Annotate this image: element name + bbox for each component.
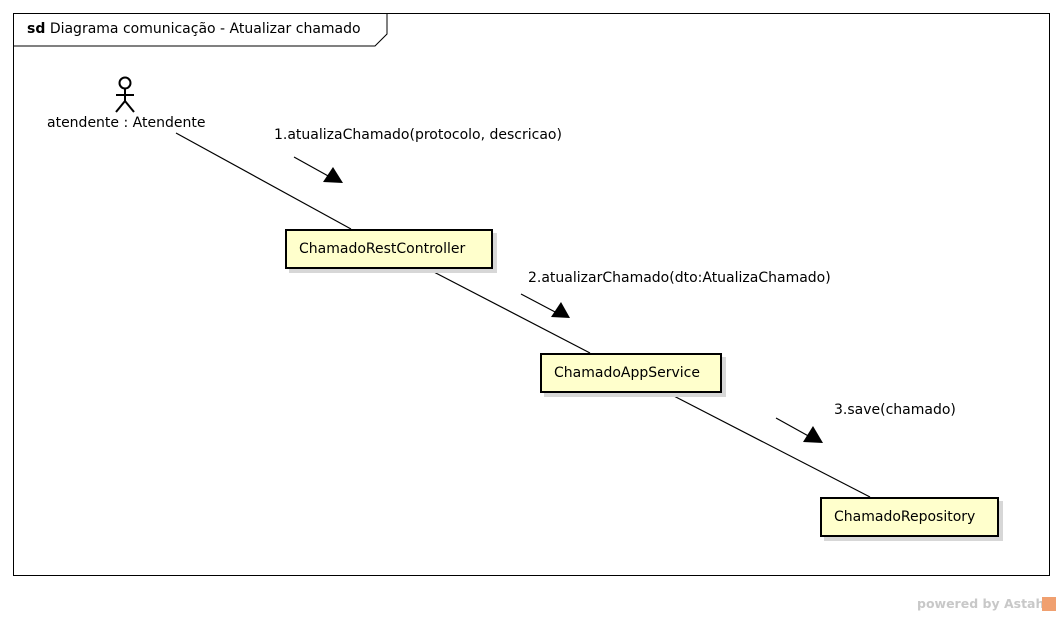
lifeline-label: ChamadoRepository xyxy=(834,509,976,525)
message-1-label: 1.atualizaChamado(protocolo, descricao) xyxy=(274,127,562,143)
message-3-arrow-head xyxy=(803,426,823,443)
lifeline-label: ChamadoRestController xyxy=(299,241,466,257)
diagram-frame: sd Diagrama comunicação - Atualizar cham… xyxy=(13,13,1050,576)
astah-logo-icon xyxy=(1042,596,1057,611)
message-1-arrow-shaft xyxy=(293,156,331,178)
message-2-label: 2.atualizarChamado(dto:AtualizaChamado) xyxy=(528,270,831,286)
frame-title-text: Diagrama comunicação - Atualizar chamado xyxy=(49,21,361,37)
astah-watermark: powered by Astah xyxy=(917,596,1057,611)
actor-label: atendente : Atendente xyxy=(47,115,206,131)
message-3-arrow-shaft xyxy=(775,417,813,439)
message-1-arrow-head xyxy=(323,167,343,183)
link-controller-appservice xyxy=(429,269,591,354)
watermark-text: powered by Astah xyxy=(917,596,1045,611)
message-2-arrow-shaft xyxy=(520,293,558,314)
frame-keyword: sd xyxy=(27,21,46,37)
message-3-label: 3.save(chamado) xyxy=(834,402,956,418)
frame-title: sd Diagrama comunicação - Atualizar cham… xyxy=(27,21,361,37)
actor-icon xyxy=(115,76,135,113)
lifeline-chamado-repository[interactable]: ChamadoRepository xyxy=(820,497,999,537)
message-2-arrow-head xyxy=(551,302,570,318)
link-appservice-repository xyxy=(669,393,871,498)
frame-tab xyxy=(14,14,388,47)
lifeline-chamado-app-service[interactable]: ChamadoAppService xyxy=(540,353,722,393)
lifeline-label: ChamadoAppService xyxy=(554,365,700,381)
lifeline-chamado-rest-controller[interactable]: ChamadoRestController xyxy=(285,229,493,269)
link-actor-controller xyxy=(175,132,352,230)
